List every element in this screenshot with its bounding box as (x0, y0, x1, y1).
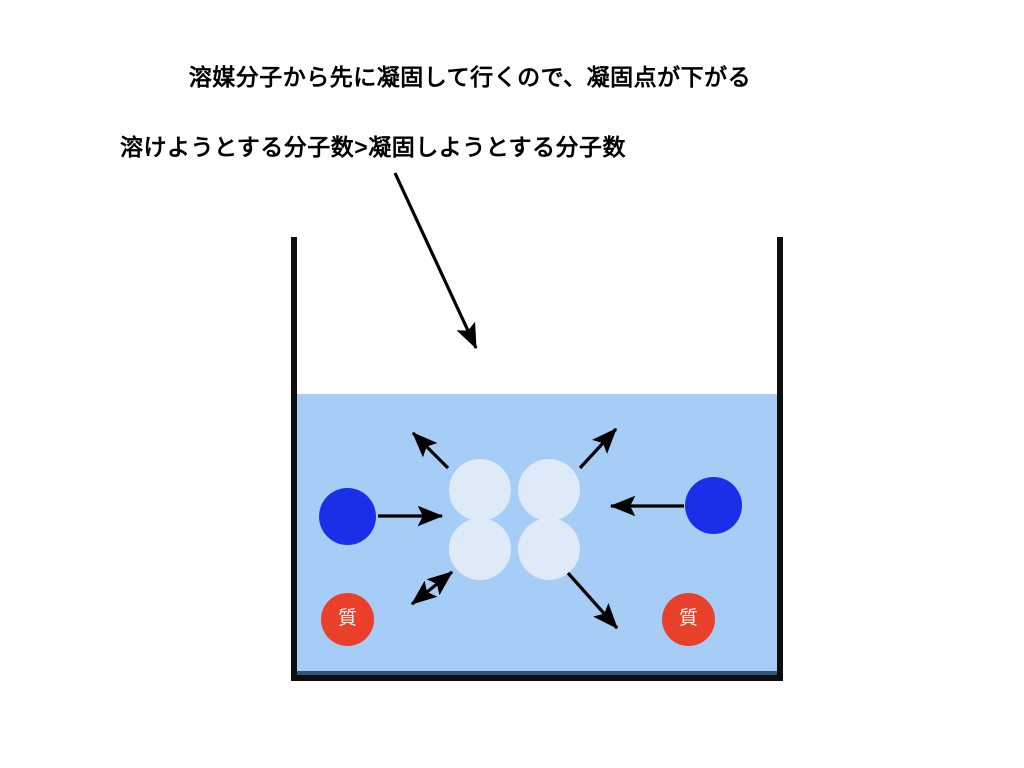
caption-molecule-count-inequality: 溶けようとする分子数>凝固しようとする分子数 (120, 134, 627, 160)
beaker-wall-left (291, 237, 297, 675)
liquid-bed-shadow (297, 671, 777, 678)
solvent-molecule-bottom-left (449, 518, 511, 580)
beaker-bottom-wall (291, 675, 783, 681)
solvent-molecule-bottom-right (518, 518, 580, 580)
solute-ion-left (319, 488, 376, 545)
caption-freezing-point-depression: 溶媒分子から先に凝固して行くので、凝固点が下がる (188, 64, 752, 90)
beaker-wall-right (777, 237, 783, 675)
solvent-molecule-top-left (449, 459, 511, 521)
solvent-molecule-top-right (518, 459, 580, 521)
solute-circle-left: 質 (321, 593, 374, 646)
solute-ion-right (685, 477, 742, 534)
solute-circle-right: 質 (662, 593, 715, 646)
beaker-container (288, 235, 784, 681)
